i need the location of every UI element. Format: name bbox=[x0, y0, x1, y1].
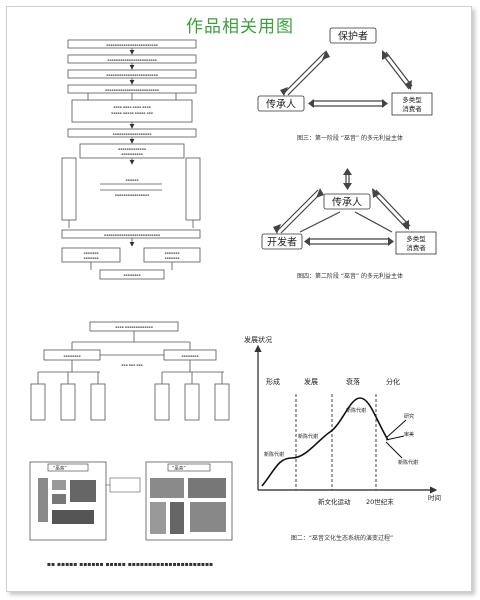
svg-text:▪▪▪▪▪▪▪▪▪▪▪▪▪▪▪▪▪▪▪▪▪▪▪▪: ▪▪▪▪▪▪▪▪▪▪▪▪▪▪▪▪▪▪▪▪▪▪▪▪ bbox=[106, 73, 158, 77]
chart-xlabel: 时间 bbox=[428, 493, 441, 502]
tree-diagram-bottom-left bbox=[30, 321, 230, 421]
phase-differentiation: 分化 bbox=[386, 377, 400, 386]
svg-text:新陈代谢: 新陈代谢 bbox=[298, 433, 318, 440]
node-developer-label: 开发者 bbox=[267, 236, 297, 249]
svg-text:▪▪▪▪▪▪▪: ▪▪▪▪▪▪▪ bbox=[83, 251, 98, 255]
svg-text:▪▪▪▪▪▪▪▪▪▪▪▪▪▪▪▪▪▪: ▪▪▪▪▪▪▪▪▪▪▪▪▪▪▪▪▪▪ bbox=[113, 132, 152, 136]
svg-text:▪▪▪▪▪▪▪▪: ▪▪▪▪▪▪▪▪ bbox=[63, 354, 80, 358]
svg-text:“巫音”: “巫音” bbox=[53, 465, 67, 472]
phase-development: 发展 bbox=[304, 377, 318, 386]
svg-text:研究: 研究 bbox=[404, 413, 414, 420]
svg-text:▪▪▪▪▪▪▪: ▪▪▪▪▪▪▪ bbox=[164, 251, 179, 255]
node-inheritor-label: 传承人 bbox=[266, 99, 296, 111]
caption-bottom-left: ▪▪ ▪▪▪▪▪ ▪▪▪▪▪▪ ▪▪▪▪▪ ▪▪▪▪▪▪▪▪▪▪▪▪▪▪▪▪▪▪… bbox=[47, 561, 213, 568]
svg-text:审美: 审美 bbox=[404, 431, 414, 438]
svg-text:▪▪▪▪▪▪▪▪▪▪: ▪▪▪▪▪▪▪▪▪▪ bbox=[121, 152, 143, 156]
small-figure-left: “巫音” bbox=[29, 461, 141, 541]
caption-figure-4: 图四：第二阶段 “巫音” 的多元利益主体 bbox=[297, 272, 403, 280]
svg-text:▪▪▪▪▪▪▪▪▪▪▪▪▪▪▪▪▪▪▪▪▪▪▪▪▪▪: ▪▪▪▪▪▪▪▪▪▪▪▪▪▪▪▪▪▪▪▪▪▪▪▪▪▪ bbox=[104, 233, 160, 237]
svg-text:▪▪▪▪▪▪▪: ▪▪▪▪▪▪▪ bbox=[164, 256, 179, 260]
svg-text:消费者: 消费者 bbox=[406, 243, 426, 252]
svg-text:多类型: 多类型 bbox=[402, 95, 422, 104]
svg-text:“巫音”: “巫音” bbox=[172, 465, 186, 472]
flowchart-top-left bbox=[61, 39, 201, 280]
svg-text:▪▪▪▪▪▪▪▪▪▪▪▪▪▪▪▪: ▪▪▪▪▪▪▪▪▪▪▪▪▪▪▪▪ bbox=[115, 193, 150, 197]
node-developer bbox=[261, 233, 303, 250]
page-title: 作品相关用图 bbox=[186, 17, 294, 37]
evolution-curve bbox=[261, 397, 389, 487]
svg-text:▪▪▪▪▪▪: ▪▪▪▪▪▪ bbox=[126, 178, 139, 182]
svg-text:▪▪▪▪▪▪▪: ▪▪▪▪▪▪▪ bbox=[83, 256, 98, 260]
node-inheritor-center bbox=[323, 193, 371, 210]
xtick-20th-century: 20世纪末 bbox=[366, 497, 394, 506]
svg-text:▪▪▪▪▪▪▪▪: ▪▪▪▪▪▪▪▪ bbox=[181, 354, 198, 358]
xtick-new-culture: 新文化运动 bbox=[318, 497, 351, 506]
svg-text:▪▪▪▪ ▪▪▪▪ ▪▪▪▪ ▪▪▪▪: ▪▪▪▪ ▪▪▪▪ ▪▪▪▪ ▪▪▪▪ bbox=[113, 105, 151, 109]
svg-text:▪▪▪▪▪▪▪▪▪▪▪▪▪▪▪▪▪▪▪▪▪▪▪▪▪: ▪▪▪▪▪▪▪▪▪▪▪▪▪▪▪▪▪▪▪▪▪▪▪▪▪ bbox=[105, 88, 159, 92]
phase-formation: 形成 bbox=[266, 377, 280, 386]
flowchart-top-left-text: ▪▪▪▪▪▪▪▪▪▪▪▪▪▪▪▪▪▪▪▪▪▪▪▪ ▪▪▪▪▪▪▪▪▪▪▪▪▪▪▪… bbox=[83, 43, 179, 277]
node-inheritor bbox=[257, 95, 305, 112]
diagram-four-roles: 传承人 开发者 多类型 消费者 图四：第二阶段 “巫音” 的多元利益主体 bbox=[261, 168, 437, 280]
svg-text:▪▪▪▪▪▪▪▪: ▪▪▪▪▪▪▪▪ bbox=[123, 273, 140, 277]
caption-figure-2: 图二：“巫音文化生态系统的演变过程” bbox=[291, 534, 393, 542]
svg-text:新陈代谢: 新陈代谢 bbox=[264, 451, 284, 458]
node-consumer bbox=[391, 92, 433, 116]
svg-text:消费者: 消费者 bbox=[402, 104, 422, 113]
chart-ylabel: 发展状况 bbox=[244, 335, 272, 344]
tree-diagram-text: ▪▪▪▪ ▪▪▪▪▪▪▪▪▪▪▪▪▪ ▪▪▪▪▪▪▪▪ ▪▪▪▪▪▪▪▪ ▪▪▪… bbox=[63, 325, 198, 367]
node-protector-label: 保护者 bbox=[338, 30, 368, 43]
svg-text:多类型: 多类型 bbox=[406, 234, 426, 243]
small-figure-right: “巫音” bbox=[145, 461, 233, 541]
node-consumer-2 bbox=[395, 231, 437, 255]
svg-text:▪▪▪▪▪▪▪▪▪▪▪▪▪▪▪▪▪▪▪▪▪▪▪▪: ▪▪▪▪▪▪▪▪▪▪▪▪▪▪▪▪▪▪▪▪▪▪▪▪ bbox=[106, 43, 158, 47]
evolution-chart: 发展状况 时间 形成 发展 衰落 分化 新陈代谢 新陈代谢 新陈代谢 研究 审美… bbox=[244, 335, 441, 542]
svg-text:新陈代谢: 新陈代谢 bbox=[398, 459, 418, 466]
phase-decline: 衰落 bbox=[346, 377, 360, 386]
svg-text:▪▪▪▪▪▪▪▪▪▪▪▪▪: ▪▪▪▪▪▪▪▪▪▪▪▪▪ bbox=[118, 147, 146, 151]
svg-text:▪▪▪ ▪▪▪ ▪▪▪: ▪▪▪ ▪▪▪ ▪▪▪ bbox=[121, 363, 142, 367]
svg-text:▪▪▪▪ ▪▪▪▪▪▪▪▪▪▪▪▪▪: ▪▪▪▪ ▪▪▪▪▪▪▪▪▪▪▪▪▪ bbox=[115, 325, 153, 329]
svg-text:▪▪▪▪▪ ▪▪▪▪▪ ▪▪▪▪▪ ▪▪▪: ▪▪▪▪▪ ▪▪▪▪▪ ▪▪▪▪▪ ▪▪▪ bbox=[111, 111, 153, 115]
node-protector bbox=[329, 27, 377, 44]
node-inheritor-center-label: 传承人 bbox=[332, 197, 362, 209]
caption-figure-3: 图三：第一阶段 “巫音” 的多元利益主体 bbox=[297, 134, 403, 142]
svg-text:▪▪▪▪▪▪▪▪▪▪▪▪▪▪▪▪▪▪▪▪▪▪▪: ▪▪▪▪▪▪▪▪▪▪▪▪▪▪▪▪▪▪▪▪▪▪▪ bbox=[107, 58, 157, 62]
svg-text:新陈代谢: 新陈代谢 bbox=[346, 407, 366, 414]
diagram-three-roles: 保护者 传承人 多类型 消费者 图三：第一阶段 “巫音” 的多元利益主体 bbox=[257, 27, 433, 142]
